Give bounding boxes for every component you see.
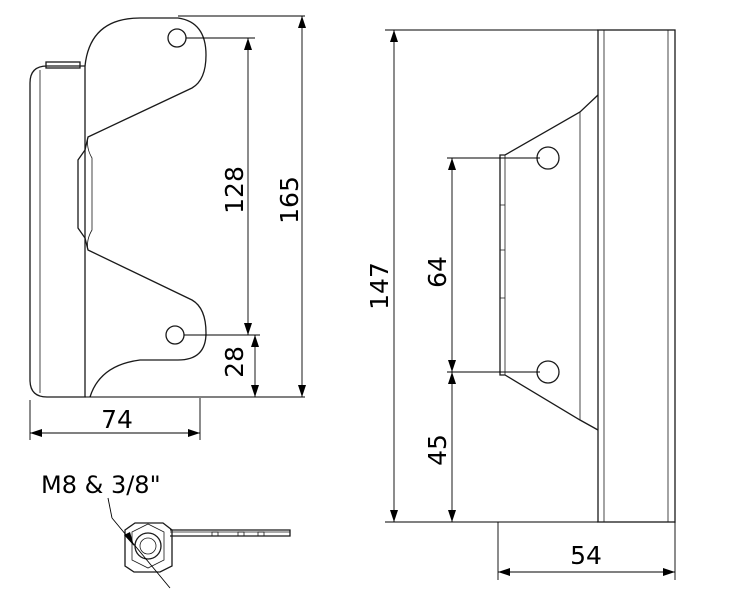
dim-45-label: 45 xyxy=(423,434,452,466)
dim-54-label: 54 xyxy=(570,541,602,570)
bolt-circle xyxy=(134,532,162,560)
nut-housing-outline xyxy=(124,522,173,573)
side-housing-outline xyxy=(597,29,676,523)
dim-28-label: 28 xyxy=(220,346,249,378)
bracket-plate-outline xyxy=(77,17,207,398)
lower-mounting-hole xyxy=(165,325,185,345)
front-view xyxy=(29,17,207,398)
thread-size-label: M8 & 3/8" xyxy=(41,471,161,499)
housing-top-cap xyxy=(45,61,81,69)
front-dimensions: 128 28 165 74 xyxy=(29,15,306,440)
top-detail-view: M8 & 3/8" xyxy=(41,471,291,589)
side-dimensions: 147 64 45 54 xyxy=(365,29,676,580)
dim-64-label: 64 xyxy=(423,256,452,288)
housing-outline xyxy=(29,65,86,398)
side-bracket-outline xyxy=(499,94,599,431)
side-view xyxy=(499,29,676,523)
top-plate-outline xyxy=(170,529,291,537)
dim-74-label: 74 xyxy=(101,405,133,434)
side-lower-hole xyxy=(536,360,560,384)
hex-nut xyxy=(131,523,165,569)
side-upper-hole xyxy=(536,146,560,170)
bracket-plate-inner xyxy=(87,136,93,251)
upper-mounting-hole xyxy=(167,28,187,48)
dim-128-label: 128 xyxy=(220,166,249,214)
dim-165-label: 165 xyxy=(275,176,304,224)
dim-147-label: 147 xyxy=(365,262,394,310)
